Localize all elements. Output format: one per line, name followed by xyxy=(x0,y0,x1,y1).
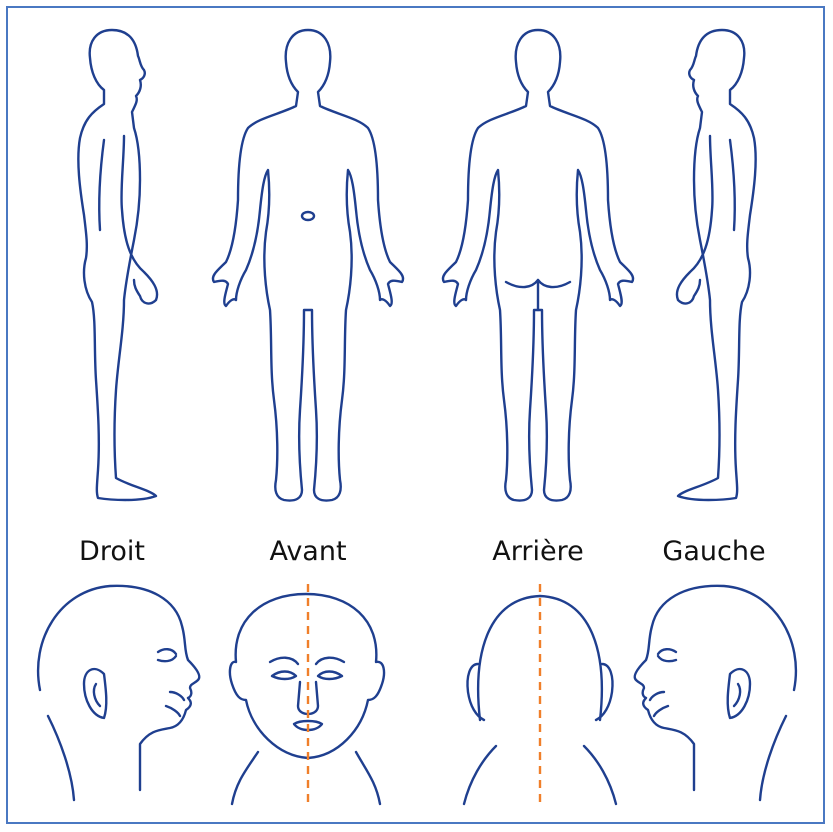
label-back: Arrière xyxy=(458,532,618,572)
head-left-profile-icon xyxy=(635,586,796,800)
front-body-icon xyxy=(213,30,403,501)
back-body-icon xyxy=(443,30,633,501)
label-right: Droit xyxy=(32,532,192,572)
label-front: Avant xyxy=(228,532,388,572)
head-right-profile-icon xyxy=(38,586,199,800)
left-profile-icon xyxy=(677,30,756,500)
right-profile-icon xyxy=(78,30,157,500)
label-left: Gauche xyxy=(634,532,794,572)
